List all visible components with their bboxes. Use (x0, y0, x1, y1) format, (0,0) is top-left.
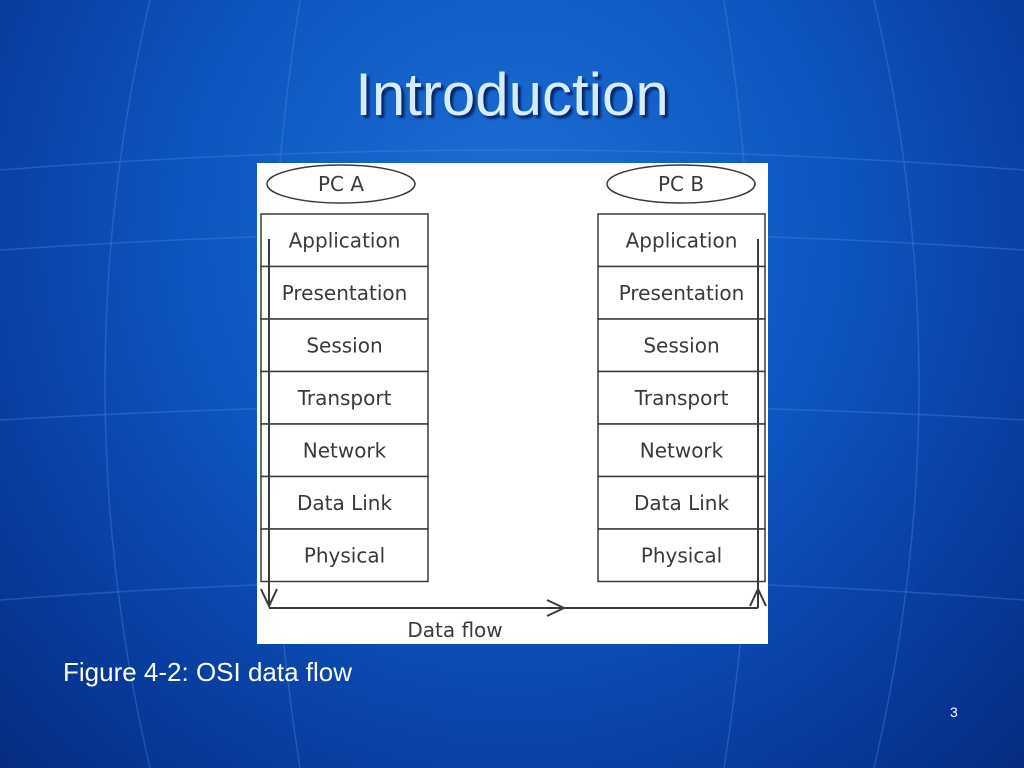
page-number: 3 (950, 704, 958, 720)
pc-a-layer-application-box (260, 213, 429, 268)
pc-b-label: PC B (658, 172, 704, 196)
figure-caption: Figure 4-2: OSI data flow (63, 657, 353, 687)
pc-a-layer-presentation-label: Presentation (282, 281, 408, 305)
pc-a-ellipse (266, 164, 416, 204)
pc-b-ellipse (606, 164, 756, 204)
data-flow-arrow-down-icon (260, 588, 278, 609)
pc-a-layer-application-label: Application (289, 228, 401, 252)
pc-b-layer-application-box (597, 213, 766, 268)
pc-a-layer-session-label: Session (306, 333, 382, 357)
pc-b-layer-network-label: Network (640, 438, 724, 462)
pc-b-layer-session-label: Session (643, 333, 719, 357)
pc-a-layer-physical-box (260, 528, 429, 583)
pc-b-layer-data-link-label: Data Link (634, 491, 729, 515)
pc-a-label: PC A (318, 172, 364, 196)
pc-b-layer-application-label: Application (626, 228, 738, 252)
pc-b-layer-presentation-label: Presentation (619, 281, 745, 305)
pc-a-layer-physical-label: Physical (304, 543, 385, 567)
pc-a-layer-transport-box (260, 370, 429, 425)
pc-a-layer-network-box (260, 423, 429, 478)
pc-b-layer-physical-box (597, 528, 766, 583)
pc-b-layer-transport-label: Transport (634, 386, 729, 410)
pc-b-layer-physical-label: Physical (641, 543, 722, 567)
pc-a-layer-network-label: Network (303, 438, 387, 462)
slide-title: Introduction (355, 61, 669, 128)
pc-b-layer-stack: ApplicationPresentationSessionTransportN… (597, 213, 766, 583)
pc-a-layer-stack: ApplicationPresentationSessionTransportN… (260, 213, 429, 583)
pc-a-layer-presentation-box (260, 265, 429, 320)
pc-b-layer-presentation-box (597, 265, 766, 320)
pc-b-layer-network-box (597, 423, 766, 478)
pc-a-layer-data-link-box (260, 475, 429, 530)
data-flow-arrow-up-icon (749, 586, 767, 607)
pc-b-layer-session-box (597, 318, 766, 373)
pc-a-layer-transport-label: Transport (297, 386, 392, 410)
data-flow-arrow-right-icon (546, 599, 567, 617)
data-flow-label: Data flow (407, 618, 502, 642)
pc-a-layer-session-box (260, 318, 429, 373)
pc-b-layer-transport-box (597, 370, 766, 425)
pc-a-layer-data-link-label: Data Link (297, 491, 392, 515)
